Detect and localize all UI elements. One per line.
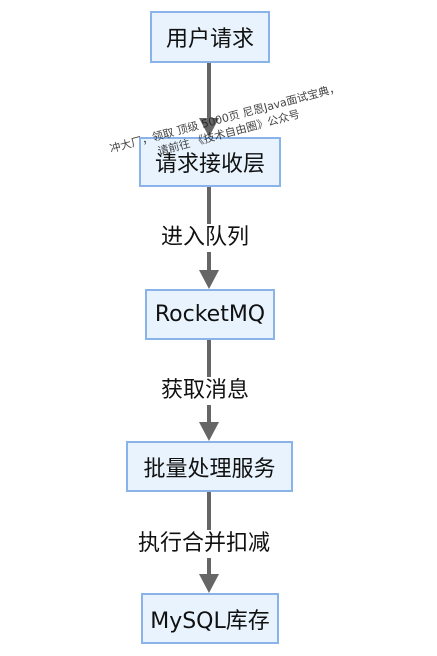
node-rocketmq: RocketMQ — [145, 289, 275, 340]
edge-label-fetch-message: 获取消息 — [159, 377, 252, 405]
node-batch-processing-service: 批量处理服务 — [126, 441, 293, 492]
node-mysql-stock: MySQL库存 — [141, 593, 279, 644]
arrow-user-to-layer — [199, 63, 219, 137]
edge-label-merge-deduct: 执行合并扣减 — [136, 530, 273, 558]
edge-label-enqueue: 进入队列 — [159, 224, 252, 252]
node-request-receive-layer: 请求接收层 — [139, 137, 281, 187]
node-user-request: 用户请求 — [150, 11, 270, 63]
